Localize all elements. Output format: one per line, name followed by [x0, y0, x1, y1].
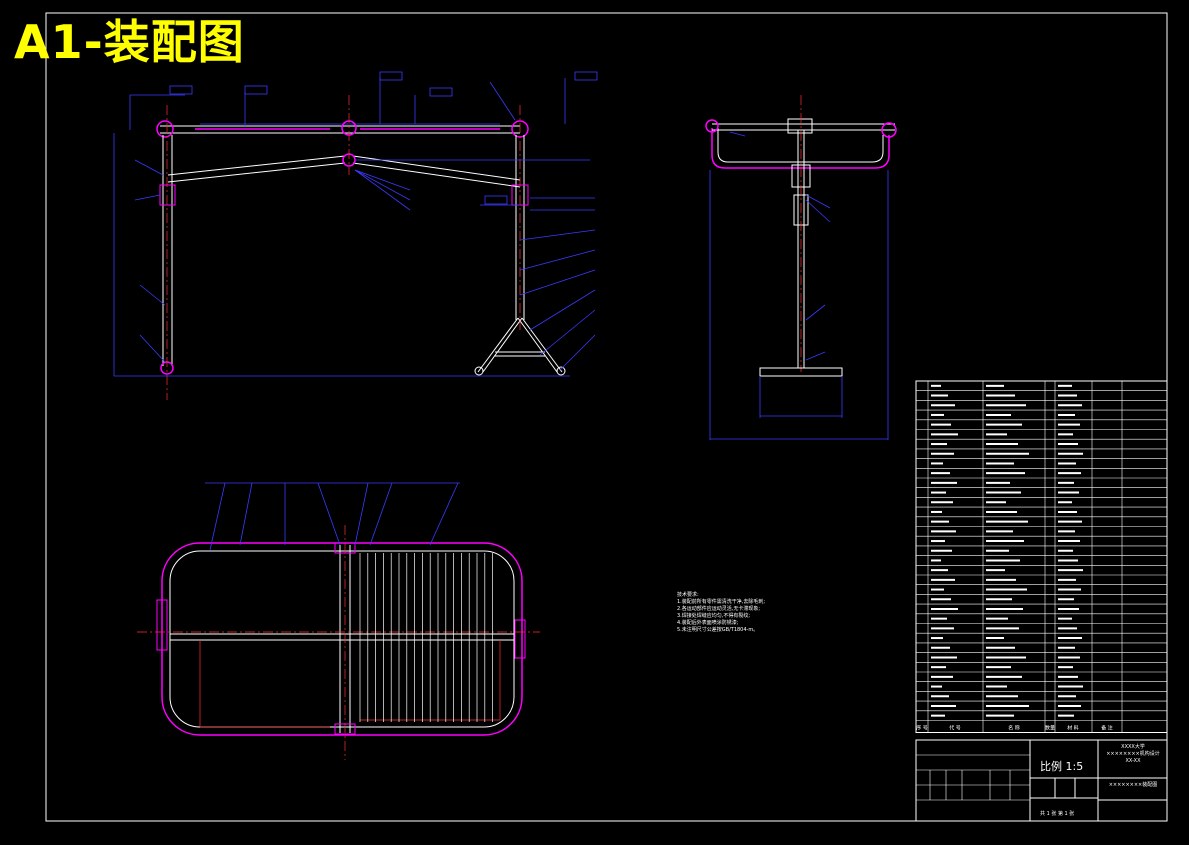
school-line: XX-XX: [1125, 758, 1141, 764]
title-block: [915, 739, 1168, 822]
note-line: 技术要求:: [677, 592, 699, 598]
note-line: 1.装配前所有零件需清洗干净,去除毛刺;: [677, 599, 766, 605]
bom-header-label: 代 号: [949, 725, 961, 732]
sheet-number: 共 1 张 第 1 张: [1040, 811, 1075, 817]
scale-label: 比例 1:5: [1040, 760, 1084, 773]
drawing-name: ××××××××装配图: [1108, 782, 1158, 788]
drawing-border: [45, 12, 1168, 822]
technical-notes: 技术要求: 1.装配前所有零件需清洗干净,去除毛刺; 2.各运动部件应运动灵活,…: [677, 592, 837, 634]
bom-header-label: 材 料: [1067, 725, 1079, 732]
note-line: 5.未注明尺寸公差按GB/T1804-m。: [677, 627, 759, 633]
school-line: XXXX大学: [1121, 744, 1145, 750]
bom-frame: [915, 380, 1168, 733]
school-name: XXXX大学 ××××××××机构设计 XX-XX: [1098, 744, 1168, 765]
bom-header-label: 名 称: [1008, 725, 1020, 732]
top-view: [137, 482, 540, 760]
note-line: 4.装配后外表面喷涂防锈漆;: [677, 620, 739, 626]
front-view: [113, 71, 598, 400]
school-line: ××××××××机构设计: [1106, 751, 1160, 757]
note-line: 3.焊接处焊缝应均匀,不得有裂纹;: [677, 613, 751, 619]
bom-header-label: 序 号: [916, 725, 928, 732]
side-view: [705, 95, 897, 440]
bom-table: 序 号 代 号 名 称 数量 材 料 备 注: [915, 380, 1168, 733]
bom-header-label: 数量: [1045, 725, 1055, 732]
note-line: 2.各运动部件应运动灵活,无卡滞现象;: [677, 606, 761, 612]
bom-header-label: 备 注: [1101, 725, 1113, 732]
drawing-title: A1-装配图: [14, 15, 245, 69]
